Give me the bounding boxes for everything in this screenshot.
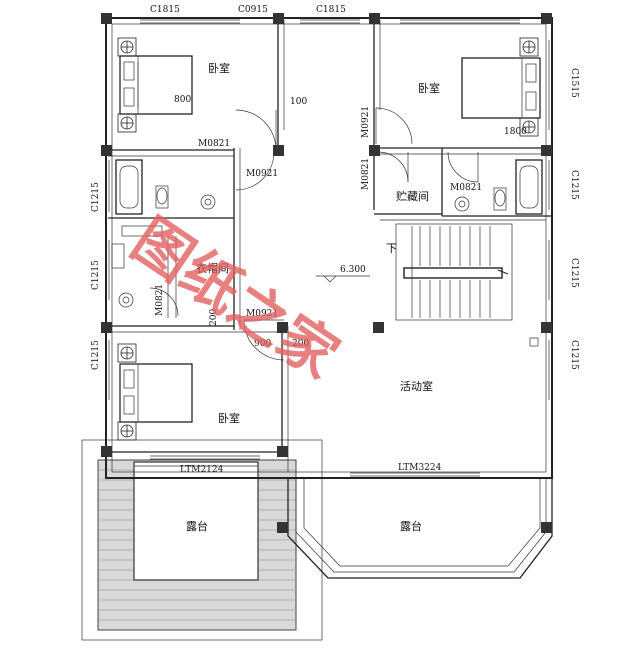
room-label-terrace-right: 露台	[400, 519, 422, 533]
door-tag-m0921-c: M0921	[246, 309, 278, 319]
closet-fixtures	[111, 225, 177, 318]
door-tag-m0821-d: M0821	[155, 284, 165, 316]
bed-top-left	[119, 55, 193, 115]
door-tag-ltm2124: LTM2124	[180, 465, 224, 475]
bed-top-right	[461, 57, 541, 119]
window-tag-top-1: C1815	[150, 5, 180, 15]
door-swings	[149, 107, 479, 361]
toilet-right	[493, 187, 507, 211]
sink-left	[200, 194, 216, 210]
room-label-bedroom-bottom-left: 卧室	[218, 411, 240, 425]
bathtub-right	[515, 159, 543, 215]
window-tag-right-4: C1215	[569, 340, 579, 370]
bathtub-left	[115, 159, 143, 215]
door-tag-m0921-b: M0921	[361, 106, 371, 138]
sliding-doors	[150, 455, 480, 477]
dim-200-a: 200	[209, 309, 219, 326]
door-tag-m0821-c: M0821	[450, 183, 482, 193]
sink-right	[454, 196, 470, 212]
room-label-bedroom-top-left: 卧室	[208, 61, 230, 75]
toilet-left	[155, 185, 169, 209]
bed-bottom-left	[119, 363, 193, 423]
nightstands	[117, 37, 539, 441]
dim-200-b: 200	[292, 339, 309, 349]
room-label-bedroom-top-right: 卧室	[418, 81, 440, 95]
columns	[101, 13, 552, 533]
door-tag-m0921-a: M0921	[246, 169, 278, 179]
left-terrace	[81, 439, 323, 641]
room-label-activity: 活动室	[400, 379, 433, 393]
door-tag-m0821-b: M0821	[361, 158, 371, 190]
dim-1800: 1800	[504, 127, 527, 137]
stairs	[395, 223, 513, 321]
window-tag-top-2: C0915	[238, 5, 268, 15]
level-label: 6.300	[340, 265, 366, 275]
window-tag-left-3: C1215	[91, 340, 101, 370]
dim-100: 100	[290, 97, 307, 107]
window-tag-right-1: C1515	[569, 68, 579, 98]
door-tag-m0821-a: M0821	[198, 139, 230, 149]
window-tag-left-2: C1215	[91, 260, 101, 290]
window-tag-left-1: C1215	[91, 182, 101, 212]
floor-drain	[529, 337, 539, 347]
windows	[108, 19, 550, 400]
dim-900: 900	[254, 339, 271, 349]
door-tag-ltm3224: LTM3224	[398, 463, 442, 473]
window-tag-right-2: C1215	[569, 170, 579, 200]
dim-800: 800	[174, 95, 191, 105]
level-mark	[316, 275, 370, 283]
window-tag-right-3: C1215	[569, 258, 579, 288]
stair-down-label: 下	[386, 242, 397, 255]
room-label-storage: 贮藏间	[396, 190, 429, 203]
window-tag-top-3: C1815	[316, 5, 346, 15]
room-label-terrace-left: 露台	[186, 519, 208, 533]
room-label-closet: 衣帽间	[196, 261, 229, 275]
